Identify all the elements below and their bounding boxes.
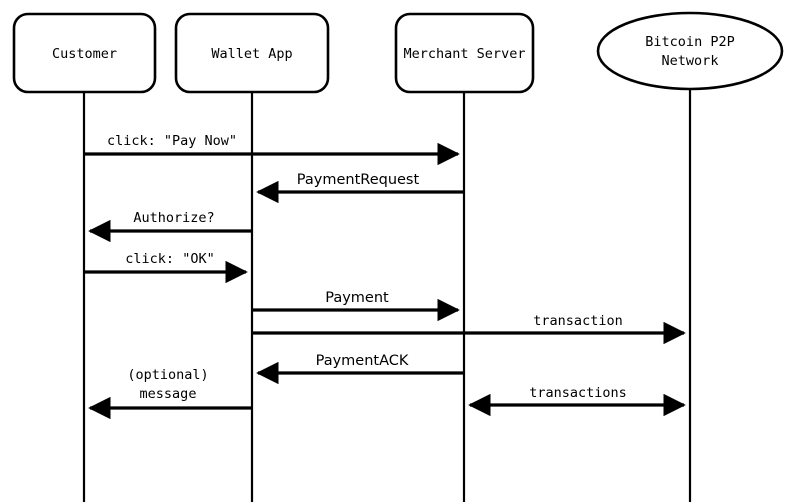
participant-customer-label: Customer bbox=[52, 46, 117, 62]
message-optional-message-label-line1: (optional) bbox=[127, 367, 208, 383]
message-authorize[interactable]: Authorize? bbox=[88, 210, 252, 243]
message-click-ok[interactable]: click: "OK" bbox=[84, 251, 248, 284]
participant-wallet-box bbox=[174, 12, 330, 94]
participant-network-label-line1: Bitcoin P2P bbox=[645, 34, 734, 50]
message-optional-message[interactable]: (optional) message bbox=[88, 367, 252, 420]
message-transactions[interactable]: transactions bbox=[468, 385, 686, 417]
participant-network[interactable]: Bitcoin P2P Network bbox=[596, 11, 784, 91]
participant-customer-box bbox=[12, 12, 157, 94]
message-transactions-label: transactions bbox=[529, 385, 627, 401]
message-payment-ack-label: PaymentACK bbox=[316, 353, 409, 369]
message-authorize-label: Authorize? bbox=[133, 210, 214, 226]
participant-network-ellipse bbox=[596, 11, 784, 91]
message-transaction[interactable]: transaction bbox=[252, 313, 686, 345]
message-click-ok-label: click: "OK" bbox=[125, 251, 214, 267]
message-payment-request-label: PaymentRequest bbox=[297, 172, 420, 188]
participant-merchant[interactable]: Merchant Server bbox=[394, 12, 535, 94]
message-click-pay-now-label: click: "Pay Now" bbox=[107, 133, 237, 149]
message-payment[interactable]: Payment bbox=[252, 290, 460, 322]
message-transaction-label: transaction bbox=[533, 313, 622, 329]
participant-network-label-line2: Network bbox=[662, 53, 719, 69]
participant-customer[interactable]: Customer bbox=[12, 12, 157, 94]
message-optional-message-label-line2: message bbox=[140, 386, 197, 402]
message-payment-ack[interactable]: PaymentACK bbox=[256, 353, 464, 385]
participant-merchant-box bbox=[394, 12, 535, 94]
message-payment-request[interactable]: PaymentRequest bbox=[256, 172, 464, 204]
message-payment-label: Payment bbox=[325, 290, 389, 306]
message-click-pay-now[interactable]: click: "Pay Now" bbox=[84, 133, 460, 166]
participant-merchant-label: Merchant Server bbox=[404, 46, 526, 62]
participant-wallet[interactable]: Wallet App bbox=[174, 12, 330, 94]
participant-wallet-label: Wallet App bbox=[211, 46, 292, 62]
